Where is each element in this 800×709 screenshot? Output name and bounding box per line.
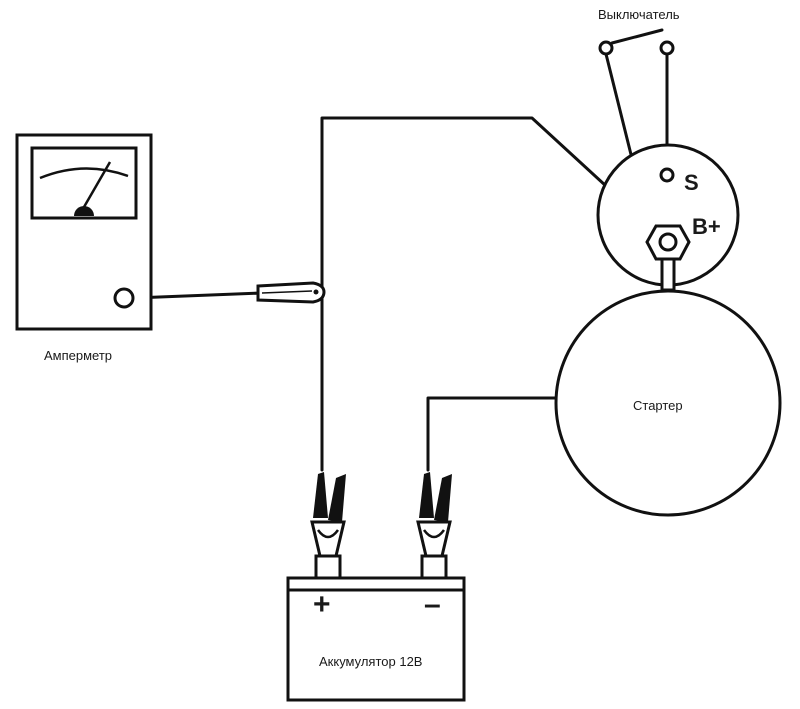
- ammeter-label: Амперметр: [44, 348, 112, 363]
- ammeter-dial-scale: [39, 167, 129, 180]
- switch-contact-right: [659, 40, 675, 56]
- terminal-s-post: [659, 167, 675, 183]
- negative-clip-body: [416, 520, 452, 558]
- battery-body: [286, 588, 466, 702]
- starter-label: Стартер: [633, 398, 683, 413]
- negative-wire: [426, 396, 560, 472]
- current-clamp: [256, 281, 326, 304]
- positive-clip-base: [314, 554, 342, 580]
- positive-clip-jaw-rear: [313, 472, 328, 518]
- ammeter-terminal: [113, 287, 135, 309]
- ammeter-lead: [132, 291, 264, 300]
- terminal-b-label: B+: [692, 214, 721, 239]
- positive-clip-spring: [316, 529, 340, 539]
- switch-contact-left: [598, 40, 614, 56]
- negative-clip: [416, 472, 452, 580]
- ammeter-needle-pivot: [74, 206, 94, 216]
- negative-clip-base: [420, 554, 448, 580]
- starter-solenoid: S B+: [596, 143, 740, 292]
- switch-label: Выключатель: [598, 7, 680, 22]
- negative-clip-spring: [422, 529, 446, 539]
- battery-minus-sign: –: [424, 588, 441, 621]
- negative-clip-jaw-front: [434, 474, 452, 522]
- clamp-jaw-line: [261, 290, 313, 294]
- ammeter-needle: [82, 161, 112, 208]
- ammeter: Амперметр: [15, 133, 153, 363]
- battery-plus-sign: +: [313, 588, 331, 621]
- positive-clip-jaw-front: [328, 474, 346, 522]
- positive-clip-body: [310, 520, 346, 558]
- terminal-b-post: [658, 232, 678, 252]
- negative-clip-jaw-rear: [419, 472, 434, 518]
- switch-lever: [610, 28, 664, 45]
- solenoid-stud: [660, 256, 676, 292]
- switch: Выключатель: [598, 7, 680, 56]
- terminal-s-label: S: [684, 170, 699, 195]
- starter-motor: Стартер: [554, 289, 782, 517]
- battery-label: Аккумулятор 12В: [319, 654, 422, 669]
- clamp-pivot: [313, 289, 319, 295]
- battery: + – Аккумулятор 12В: [286, 576, 466, 702]
- positive-clip: [310, 472, 346, 580]
